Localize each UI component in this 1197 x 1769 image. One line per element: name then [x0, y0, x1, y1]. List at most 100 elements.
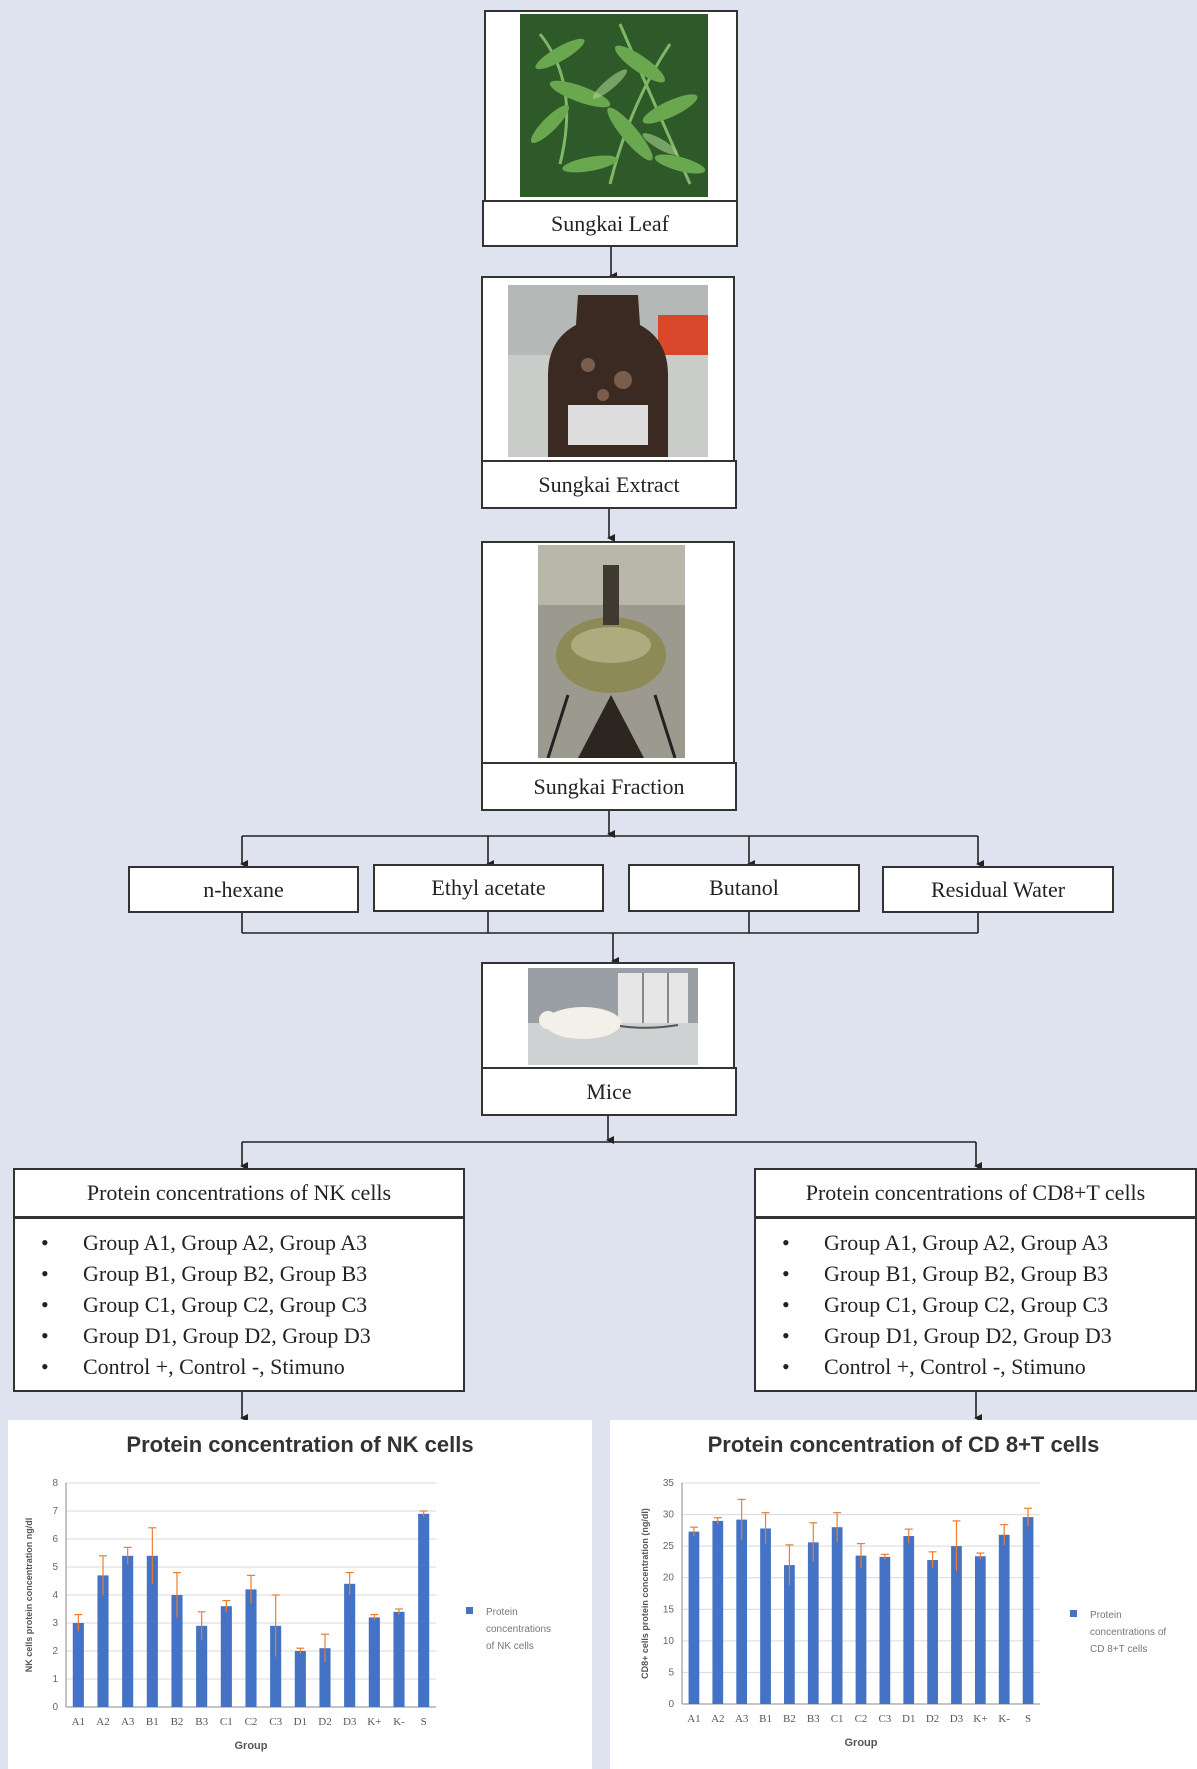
bar [974, 1556, 986, 1704]
extract-label: Sungkai Extract [481, 460, 737, 509]
chart-title: Protein concentration of CD 8+T cells [707, 1432, 1100, 1457]
x-tick-label: D2 [318, 1716, 331, 1728]
cd8-group-item: Control +, Control -, Stimuno [756, 1351, 1195, 1382]
x-tick-label: K- [998, 1713, 1010, 1725]
x-tick-label: A2 [711, 1713, 724, 1725]
y-tick-label: 15 [663, 1604, 675, 1615]
x-tick-label: S [1025, 1713, 1031, 1725]
x-tick-label: B1 [146, 1716, 159, 1728]
bar [855, 1555, 867, 1704]
bar [319, 1648, 331, 1707]
solvent-residual-water: Residual Water [882, 866, 1114, 913]
y-tick-label: 20 [663, 1573, 675, 1584]
bar [998, 1534, 1010, 1704]
extract-photo [508, 285, 708, 457]
nk-header: Protein concentrations of NK cells [13, 1168, 465, 1218]
chart-title: Protein concentration of NK cells [126, 1432, 474, 1457]
x-tick-label: B2 [783, 1713, 796, 1725]
bar [270, 1625, 282, 1707]
fraction-photo [538, 545, 685, 758]
x-tick-label: D3 [950, 1713, 964, 1725]
x-tick-label: B3 [807, 1713, 820, 1725]
mice-label: Mice [481, 1067, 737, 1116]
x-tick-label: K+ [367, 1716, 381, 1728]
x-tick-label: C2 [245, 1716, 258, 1728]
bar [879, 1556, 891, 1704]
cd8-group-item: Group D1, Group D2, Group D3 [756, 1320, 1195, 1351]
y-axis-label: CD8+ cells protein concentration (ng/dl) [640, 1508, 650, 1679]
y-tick-label: 1 [52, 1674, 58, 1685]
x-tick-label: A2 [96, 1716, 109, 1728]
y-tick-label: 30 [663, 1510, 675, 1521]
cd8-header: Protein concentrations of CD8+T cells [754, 1168, 1197, 1218]
cd8-chart-panel: Protein concentration of CD 8+T cells 0 5… [610, 1420, 1197, 1769]
x-tick-label: C2 [855, 1713, 868, 1725]
bar [1022, 1517, 1034, 1704]
bar [368, 1617, 380, 1707]
x-axis-label: Group [845, 1737, 878, 1749]
nk-group-item: Group B1, Group B2, Group B3 [15, 1258, 463, 1289]
fraction-label: Sungkai Fraction [481, 762, 737, 811]
bar [418, 1513, 430, 1707]
y-tick-label: 5 [52, 1562, 58, 1573]
y-tick-label: 4 [52, 1590, 58, 1601]
bar [171, 1595, 183, 1707]
x-tick-label: K+ [973, 1713, 987, 1725]
bar [831, 1527, 843, 1704]
cd8-group-item: Group A1, Group A2, Group A3 [756, 1227, 1195, 1258]
y-tick-label: 10 [663, 1636, 675, 1647]
y-tick-label: 0 [668, 1699, 674, 1710]
bar [122, 1555, 134, 1707]
x-tick-label: S [421, 1716, 427, 1728]
x-tick-label: B2 [171, 1716, 184, 1728]
y-tick-label: 8 [52, 1478, 58, 1489]
bar [220, 1606, 232, 1707]
x-tick-label: C3 [878, 1713, 891, 1725]
x-tick-label: D1 [902, 1713, 915, 1725]
solvent-n-hexane: n-hexane [128, 866, 359, 913]
x-tick-label: D3 [343, 1716, 357, 1728]
x-tick-label: C3 [269, 1716, 282, 1728]
y-tick-label: 35 [663, 1478, 675, 1489]
bar [927, 1560, 938, 1704]
y-tick-label: 2 [52, 1646, 58, 1657]
bar [951, 1546, 962, 1704]
x-axis-label: Group [235, 1740, 268, 1752]
bar [72, 1623, 84, 1707]
bar [736, 1519, 748, 1704]
solvent-butanol: Butanol [628, 864, 860, 912]
bar [712, 1520, 724, 1704]
bar [807, 1542, 819, 1704]
y-tick-label: 7 [52, 1506, 58, 1517]
nk-group-list: Group A1, Group A2, Group A3 Group B1, G… [13, 1217, 465, 1392]
x-tick-label: K- [393, 1716, 405, 1728]
bar [688, 1531, 700, 1704]
mice-photo [528, 968, 698, 1065]
nk-group-item: Control +, Control -, Stimuno [15, 1351, 463, 1382]
solvent-ethyl-acetate: Ethyl acetate [373, 864, 604, 912]
bar [344, 1583, 356, 1707]
bar [784, 1565, 795, 1704]
x-tick-label: A1 [687, 1713, 700, 1725]
leaf-label: Sungkai Leaf [482, 200, 738, 247]
y-tick-label: 3 [52, 1618, 58, 1629]
x-tick-label: C1 [220, 1716, 233, 1728]
cd8-group-item: Group C1, Group C2, Group C3 [756, 1289, 1195, 1320]
x-tick-label: A1 [72, 1716, 85, 1728]
bar [245, 1589, 257, 1707]
leaf-photo [520, 14, 708, 197]
y-tick-label: 5 [668, 1667, 674, 1678]
nk-group-item: Group A1, Group A2, Group A3 [15, 1227, 463, 1258]
x-tick-label: D2 [926, 1713, 939, 1725]
x-tick-label: D1 [294, 1716, 307, 1728]
y-tick-label: 6 [52, 1534, 58, 1545]
legend-swatch [466, 1607, 473, 1614]
x-tick-label: A3 [735, 1713, 749, 1725]
bar [294, 1651, 306, 1707]
nk-group-item: Group C1, Group C2, Group C3 [15, 1289, 463, 1320]
